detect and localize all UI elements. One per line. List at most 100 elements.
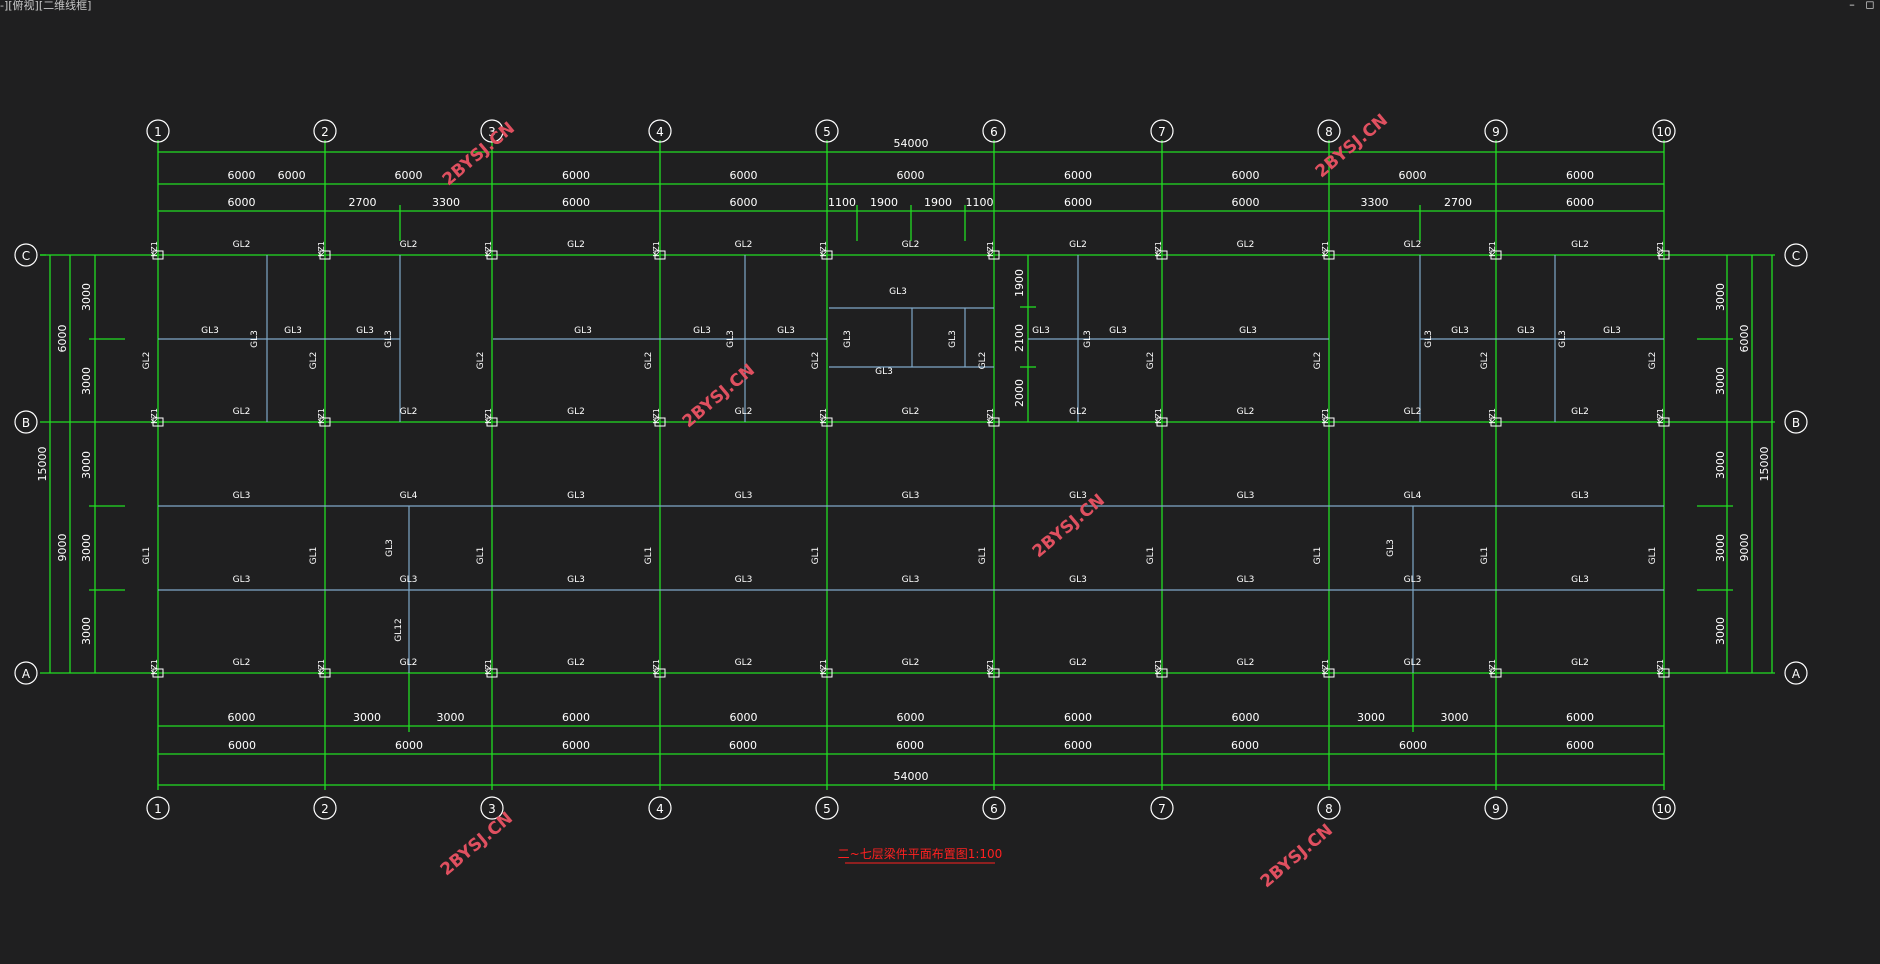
beam-label-gl3: GL3 — [1239, 326, 1257, 336]
beam-label-gl2: GL2 — [902, 658, 920, 668]
axis-bubble — [1784, 661, 1808, 685]
dim-text-top-total: 54000 — [894, 137, 929, 150]
beam-label-gl3: GL3 — [1571, 491, 1589, 501]
axis-bubble-label-bottom: 1 — [154, 802, 162, 816]
axis-bubble-label-bottom: 6 — [990, 802, 998, 816]
column-label: KZ1 — [819, 408, 828, 424]
beam-label-gl3-vertical: GL3 — [250, 330, 260, 348]
axis-bubble-label-left: A — [22, 667, 31, 681]
dim-text-stair: 2100 — [1013, 324, 1026, 352]
beam-label-gl2: GL2 — [1571, 240, 1589, 250]
beam-label-gl2-vertical: GL2 — [811, 352, 821, 370]
dim-text-bottom-row2: 6000 — [1064, 739, 1092, 752]
beam-label-gl2: GL2 — [400, 240, 418, 250]
viewport-label[interactable]: -][俯视][二维线框] — [0, 0, 92, 12]
dim-text-top-row2: 3300 — [432, 196, 460, 209]
axis-bubble-label-top: 2 — [321, 125, 329, 139]
axis-bubble-label-top: 10 — [1656, 125, 1671, 139]
axis-bubble-label-left: C — [22, 249, 30, 263]
dim-text-top-row2: 6000 — [1566, 196, 1594, 209]
beam-label-gl2: GL2 — [902, 407, 920, 417]
column-label: KZ1 — [1154, 408, 1163, 424]
column-marker — [988, 417, 1000, 427]
beam-label-gl2: GL2 — [1237, 407, 1255, 417]
dim-text-right-outer: 15000 — [1758, 447, 1771, 482]
dim-text-top-row1: 6000 — [278, 169, 306, 182]
beam-label-gl2: GL2 — [735, 240, 753, 250]
dim-text-right-inner: 3000 — [1714, 367, 1727, 395]
restore-button[interactable]: ◻ — [1865, 0, 1875, 11]
beam-label-gl3: GL3 — [1451, 326, 1469, 336]
dim-text-bottom-row2: 6000 — [1566, 739, 1594, 752]
axis-bubble — [146, 119, 170, 143]
beam-label-gl2: GL2 — [902, 240, 920, 250]
column-marker — [1658, 250, 1670, 260]
column-marker — [821, 668, 833, 678]
dim-text-bottom-row1: 3000 — [437, 711, 465, 724]
dim-text-bottom-row1: 6000 — [1232, 711, 1260, 724]
beam-label-gl3: GL3 — [233, 575, 251, 585]
axis-bubble — [313, 119, 337, 143]
column-label: KZ1 — [317, 659, 326, 675]
dim-text-top-row2: 3300 — [1361, 196, 1389, 209]
dim-text-top-row2: 2700 — [1444, 196, 1472, 209]
column-label: KZ1 — [1321, 659, 1330, 675]
column-label: KZ1 — [819, 241, 828, 257]
beam-label-gl2-vertical: GL2 — [1480, 352, 1490, 370]
dim-text-top-row1: 6000 — [228, 169, 256, 182]
column-label: KZ1 — [652, 408, 661, 424]
beam-label-gl3: GL3 — [1404, 575, 1422, 585]
beam-label-gl2: GL2 — [233, 407, 251, 417]
axis-bubble — [815, 119, 839, 143]
axis-bubble-label-right: C — [1792, 249, 1800, 263]
dim-text-right-outer: 9000 — [1738, 534, 1751, 562]
beam-label-gl2-vertical: GL2 — [1313, 352, 1323, 370]
beam-label-gl3: GL3 — [1603, 326, 1621, 336]
beam-label-gl2: GL2 — [1237, 240, 1255, 250]
beam-label-gl3-vertical: GL3 — [1424, 330, 1434, 348]
axis-bubble — [480, 796, 504, 820]
column-marker — [1490, 417, 1502, 427]
dim-text-bottom-row1: 6000 — [1566, 711, 1594, 724]
dim-text-top-row2: 6000 — [562, 196, 590, 209]
column-label: KZ1 — [484, 408, 493, 424]
dim-text-top-row2: 2700 — [349, 196, 377, 209]
dim-text-top-row1: 6000 — [395, 169, 423, 182]
beam-label-gl2: GL2 — [567, 240, 585, 250]
axis-bubble — [1484, 796, 1508, 820]
dim-text-right-inner: 3000 — [1714, 534, 1727, 562]
column-label: KZ1 — [1488, 408, 1497, 424]
column-marker — [152, 250, 164, 260]
axis-bubble-label-bottom: 2 — [321, 802, 329, 816]
axis-bubble — [14, 243, 38, 267]
axis-bubble — [1150, 796, 1174, 820]
column-marker — [1658, 668, 1670, 678]
beam-label-gl2: GL2 — [233, 240, 251, 250]
beam-label-gl3: GL3 — [1237, 491, 1255, 501]
column-label: KZ1 — [1656, 408, 1665, 424]
beam-label-gl2-vertical: GL2 — [1648, 352, 1658, 370]
dim-text-top-row1: 6000 — [897, 169, 925, 182]
column-marker — [988, 250, 1000, 260]
dim-text-top-row2: 6000 — [1232, 196, 1260, 209]
column-label: KZ1 — [986, 241, 995, 257]
dim-text-right-inner: 3000 — [1714, 451, 1727, 479]
column-marker — [1323, 417, 1335, 427]
beam-label-gl2: GL2 — [735, 407, 753, 417]
dim-text-bottom-row2: 6000 — [562, 739, 590, 752]
axis-bubble-label-right: A — [1792, 667, 1801, 681]
dim-text-bottom-row1: 3000 — [1357, 711, 1385, 724]
axis-bubble — [648, 119, 672, 143]
column-label: KZ1 — [484, 659, 493, 675]
column-marker — [1658, 417, 1670, 427]
beam-label-gl2: GL2 — [735, 658, 753, 668]
axis-bubble — [648, 796, 672, 820]
minimize-button[interactable]: – — [1849, 0, 1855, 11]
beam-label-gl3: GL3 — [1109, 326, 1127, 336]
beam-label-gl3: GL3 — [201, 326, 219, 336]
axis-bubble-label-top: 3 — [488, 125, 496, 139]
column-marker — [1323, 250, 1335, 260]
beam-label-gl1-vertical: GL1 — [811, 547, 821, 565]
column-label: KZ1 — [1154, 659, 1163, 675]
